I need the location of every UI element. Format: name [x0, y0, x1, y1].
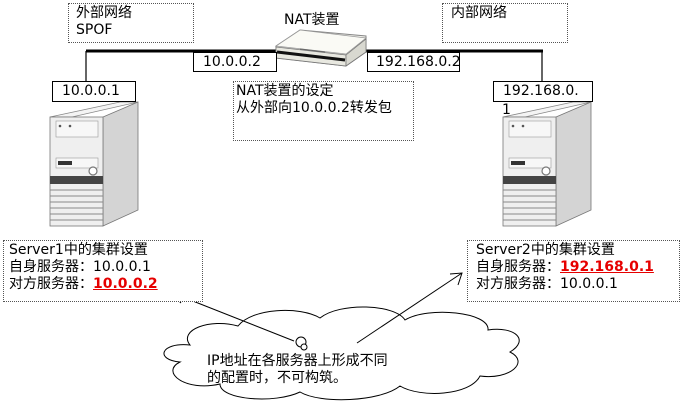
server2-self-label: 自身服务器： [476, 259, 560, 275]
server2-ip-line2: 1 [502, 102, 511, 118]
spof-label: SPOF [76, 22, 113, 38]
callout-line1: IP地址在各服务器上形成不同 [207, 353, 388, 369]
server1-cluster-title: Server1中的集群设置 [9, 242, 148, 258]
nat-internal-ip: 192.168.0.2 [367, 52, 461, 72]
server1-self-row: 自身服务器：10.0.0.1 [9, 259, 202, 276]
nat-device-icon [274, 29, 367, 67]
server2-cluster-title: Server2中的集群设置 [476, 242, 615, 258]
server1-ip: 10.0.0.1 [52, 81, 136, 102]
nat-device-label: NAT装置 [284, 12, 340, 28]
server2-ip-line1: 192.168.0. [503, 83, 579, 99]
server1-self-value: 10.0.0.1 [93, 259, 151, 275]
internal-network-name: 内部网络 [451, 5, 507, 21]
server2-peer-label: 对方服务器： [476, 276, 560, 292]
server2-peer-value: 10.0.0.1 [560, 276, 618, 292]
nat-external-ip: 10.0.0.2 [193, 52, 277, 72]
arrow-to-server2 [356, 272, 463, 344]
external-network-name: 外部网络 [76, 5, 132, 21]
callout-text: IP地址在各服务器上形成不同 的配置时，不可构筑。 [207, 353, 388, 387]
network-lines [85, 49, 543, 82]
server2-icon [502, 101, 592, 227]
nat-setting-box: NAT装置的设定 从外部向10.0.0.2转发包 [233, 81, 414, 141]
server2-ip: 192.168.0. [493, 81, 593, 102]
server1-cluster-settings: Server1中的集群设置 自身服务器：10.0.0.1 对方服务器：10.0.… [3, 240, 203, 302]
server1-icon [49, 101, 139, 227]
server2-self-row: 自身服务器：192.168.0.1 [476, 259, 679, 276]
internal-network-label: 内部网络 [442, 3, 568, 43]
nat-setting-title: NAT装置的设定 [236, 83, 334, 99]
server1-self-label: 自身服务器： [9, 259, 93, 275]
server2-self-value: 192.168.0.1 [560, 259, 654, 275]
server2-peer-row: 对方服务器：10.0.0.1 [476, 276, 679, 293]
callout-line2: 的配置时，不可构筑。 [207, 370, 347, 386]
server1-peer-value: 10.0.0.2 [93, 276, 158, 292]
external-network-label: 外部网络 SPOF [68, 3, 194, 43]
server1-peer-row: 对方服务器：10.0.0.2 [9, 276, 202, 293]
cloud-callout-shape [163, 306, 520, 401]
nat-setting-rule: 从外部向10.0.0.2转发包 [236, 100, 392, 116]
server2-cluster-settings: Server2中的集群设置 自身服务器：192.168.0.1 对方服务器：10… [467, 240, 680, 302]
server1-peer-label: 对方服务器： [9, 276, 93, 292]
